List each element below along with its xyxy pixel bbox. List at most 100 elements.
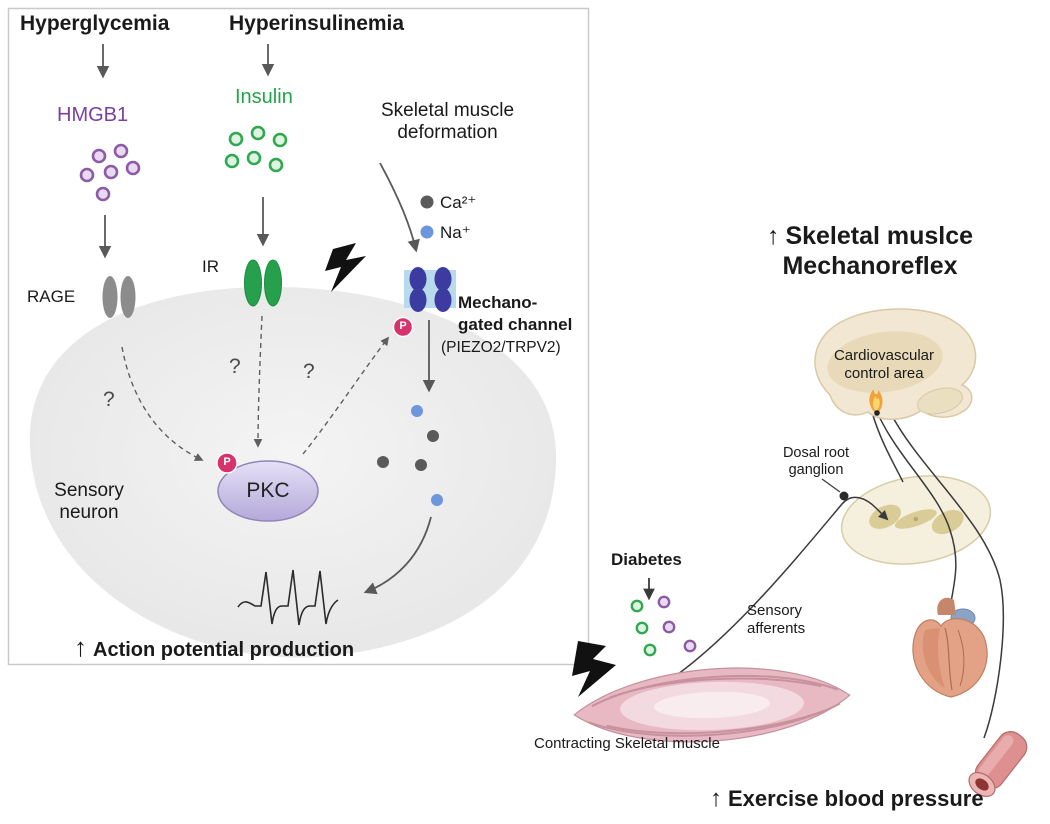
ca-ion (415, 459, 427, 471)
mechanoreflex-title: ↑ Skeletal muslce Mechanoreflex (700, 222, 1040, 281)
phospho-badge-pkc: P (223, 456, 231, 468)
afferents-line1: Sensory (747, 602, 803, 619)
sensory-neuron-line1: Sensory (54, 480, 124, 501)
heart-body (912, 618, 988, 698)
brain-illustration (814, 308, 977, 420)
channel-subtitle: (PIEZO2/TRPV2) (441, 339, 561, 356)
heart-shading (922, 628, 945, 688)
up-arrow-icon: ↑ (710, 785, 722, 812)
blood-vessel-illustration (968, 731, 1028, 797)
drg-label-stem (821, 478, 841, 493)
cva-line2: control area (844, 364, 924, 382)
muscle-striation (606, 709, 827, 735)
up-arrow-icon: ↑ (74, 632, 87, 662)
insulin-dot (272, 132, 288, 148)
diabetes-dot-purple (662, 620, 676, 634)
deformation-line2: deformation (397, 122, 498, 144)
descending-line-vessel (889, 411, 1004, 739)
drg-label: Dosal root ganglion (768, 445, 864, 479)
mechanoreflex-title-line2: Mechanoreflex (782, 251, 958, 280)
pkc-ellipse (217, 460, 319, 522)
dashed-rage-pkc (121, 346, 204, 461)
hmgb1-dots (79, 143, 141, 202)
question-mark-rage: ? (103, 388, 115, 411)
sensory-afferents-label: Sensory afferents (747, 602, 805, 637)
brain-inner-shading (827, 331, 943, 393)
drg-line2: ganglion (788, 462, 844, 479)
diabetes-dot-green (643, 643, 657, 657)
nerve-pathways (663, 411, 1004, 739)
action-potential-statement: ↑ Action potential production (74, 632, 354, 663)
channel-line2: gated channel (458, 314, 573, 334)
descending-line-heart (877, 413, 957, 603)
phospho-circle-channel (392, 316, 414, 338)
diabetes-label: Diabetes (611, 550, 682, 569)
insulin-dots (224, 125, 288, 173)
left-arrows (96, 44, 436, 595)
ca-legend-dot (420, 195, 434, 209)
arrow-deformation-channel (379, 162, 420, 253)
hmgb1-dot (113, 143, 129, 159)
muscle-illustration (573, 667, 851, 743)
vessel-highlight (978, 735, 1014, 777)
insulin-dot (228, 131, 244, 147)
sensory-neuron-line2: neuron (59, 502, 119, 524)
arrow-ions-waveform (363, 516, 432, 595)
diabetes-dot-purple (657, 595, 671, 609)
flame-inner-icon (872, 396, 880, 410)
insulin-dot (246, 150, 262, 166)
phospho-badge-channel: P (399, 320, 407, 332)
ca-ion (377, 456, 389, 468)
heart-illustration (912, 597, 988, 698)
exercise-bp-statement: ↑ Exercise blood pressure (710, 785, 984, 813)
question-mark-pkc: ? (303, 360, 315, 383)
heart-aorta (937, 597, 956, 615)
na-label: Na⁺ (440, 223, 471, 242)
mechano-channel (404, 267, 456, 312)
hmgb1-dot (91, 148, 107, 164)
ir-subunit (264, 259, 282, 307)
insulin-dot (268, 157, 284, 173)
na-ion (411, 405, 423, 417)
drg-knob (839, 491, 849, 501)
rage-subunit (120, 276, 136, 318)
diabetes-dot-purple (683, 639, 697, 653)
exercise-bp-label: Exercise blood pressure (728, 786, 984, 811)
lightning-bolt-icon (325, 243, 366, 292)
question-mark-ir: ? (229, 355, 241, 378)
phospho-circle-pkc (216, 452, 238, 474)
rage-subunit (102, 276, 118, 318)
ca-label: Ca²⁺ (440, 193, 477, 212)
rage-receptor (102, 276, 136, 318)
na-legend-dot (420, 225, 434, 239)
muscle-striation (609, 677, 822, 699)
spinal-cord (840, 475, 992, 565)
deformation-line1: Skeletal muscle (380, 100, 515, 121)
hyperglycemia-label: Hyperglycemia (20, 12, 170, 35)
hmgb1-dot (125, 160, 141, 176)
dashed-pkc-channel (302, 336, 390, 455)
insulin-dot (224, 153, 240, 169)
cva-line1: Cardiovascular (833, 347, 935, 364)
muscle-striations (588, 674, 841, 737)
channel-subunit (409, 267, 427, 291)
heart-coronary-line (944, 627, 953, 691)
sensory-neuron-label: Sensory neuron (40, 480, 138, 525)
action-potential-label: Action potential production (93, 639, 355, 661)
dashed-ir-pkc (253, 315, 263, 448)
rage-label: RAGE (27, 287, 76, 306)
channel-label: Mechano- gated channel (458, 292, 572, 336)
channel-line1: Mechano- (458, 293, 538, 312)
ir-subunit (244, 259, 262, 307)
action-potential-waveform (237, 569, 339, 626)
cerebellum (916, 387, 964, 415)
channel-subunit (409, 288, 427, 312)
ca-ion (427, 430, 439, 442)
pkc-label: PKC (246, 479, 290, 502)
muscle-caption: Contracting Skeletal muscle (534, 735, 720, 752)
afferents-line2: afferents (747, 619, 806, 637)
influx-ions (377, 405, 443, 506)
insulin-receptor (244, 259, 282, 307)
